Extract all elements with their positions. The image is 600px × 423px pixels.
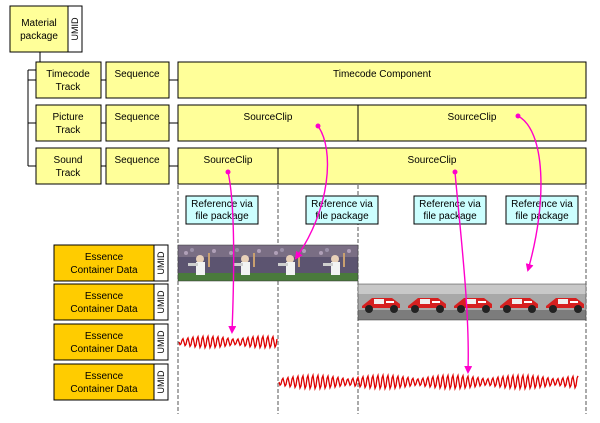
timecode-component-label: Timecode Component — [333, 69, 431, 80]
essence-container-1: Essence Container Data UMID — [53, 244, 169, 282]
material-package-label-1: Material — [21, 18, 57, 29]
arrow-picture-clip-b — [517, 115, 542, 272]
reference-1-line-1: Reference via — [191, 199, 253, 210]
picture-source-clips: SourceClip SourceClip — [177, 104, 587, 142]
timecode-track-label-2: Track — [56, 82, 82, 93]
essence-2-umid: UMID — [156, 290, 166, 313]
arrow-picture-clip-a — [294, 125, 329, 260]
arrow-sound-clip-a — [227, 171, 237, 334]
reference-arrows — [227, 115, 542, 374]
track-picture: Picture Track — [35, 104, 102, 142]
reference-box-4: Reference via file package — [505, 195, 579, 225]
reference-2-line-1: Reference via — [311, 199, 373, 210]
sequence-boxes: Sequence Sequence Sequence — [105, 61, 170, 185]
essence-2-line-1: Essence — [85, 291, 124, 302]
sound-source-clips: SourceClip SourceClip — [177, 147, 587, 185]
track-timecode: Timecode Track — [35, 61, 102, 99]
picture-sourceclip-b-label: SourceClip — [448, 112, 497, 123]
arrow-start-dots — [225, 113, 521, 175]
timecode-track-label-1: Timecode — [46, 69, 90, 80]
essence-4-line-1: Essence — [85, 371, 124, 382]
essence-3-line-1: Essence — [85, 331, 124, 342]
reference-box-2: Reference via file package — [305, 195, 379, 225]
audio-waveform-2 — [278, 372, 579, 392]
sound-sequence-label: Sequence — [114, 155, 159, 166]
sound-sourceclip-b-label: SourceClip — [408, 155, 457, 166]
timecode-component: Timecode Component — [177, 61, 587, 99]
essence-1-line-2: Container Data — [70, 265, 138, 276]
essence-container-4: Essence Container Data UMID — [53, 363, 169, 401]
material-package: Material package UMID — [9, 5, 83, 53]
arrow-sound-clip-b — [454, 171, 473, 374]
video-strip-racecar — [358, 284, 586, 320]
sound-track-label-2: Track — [56, 168, 82, 179]
reference-3-line-2: file package — [423, 211, 477, 222]
track-sound: Sound Track — [35, 147, 102, 185]
material-package-label-2: package — [20, 31, 58, 42]
essence-1-line-1: Essence — [85, 252, 124, 263]
essence-2-line-2: Container Data — [70, 304, 138, 315]
reference-2-line-2: file package — [315, 211, 369, 222]
reference-1-line-2: file package — [195, 211, 249, 222]
sound-sourceclip-a-label: SourceClip — [204, 155, 253, 166]
material-package-umid: UMID — [70, 17, 80, 40]
essence-3-line-2: Container Data — [70, 344, 138, 355]
essence-3-umid: UMID — [156, 330, 166, 353]
picture-track-label-1: Picture — [52, 112, 84, 123]
picture-sourceclip-a-label: SourceClip — [244, 112, 293, 123]
reference-4-line-1: Reference via — [511, 199, 573, 210]
reference-box-1: Reference via file package — [185, 195, 259, 225]
reference-4-line-2: file package — [515, 211, 569, 222]
picture-track-label-2: Track — [56, 125, 82, 136]
timecode-sequence-label: Sequence — [114, 69, 159, 80]
essence-4-line-2: Container Data — [70, 384, 138, 395]
essence-1-umid: UMID — [156, 251, 166, 274]
audio-waveform-1 — [178, 334, 278, 350]
reference-3-line-1: Reference via — [419, 199, 481, 210]
sound-track-label-1: Sound — [54, 155, 83, 166]
essence-4-umid: UMID — [156, 370, 166, 393]
video-strip-baseball — [178, 245, 358, 281]
reference-box-3: Reference via file package — [413, 195, 487, 225]
essence-container-2: Essence Container Data UMID — [53, 283, 169, 321]
essence-container-3: Essence Container Data UMID — [53, 323, 169, 361]
picture-sequence-label: Sequence — [114, 112, 159, 123]
